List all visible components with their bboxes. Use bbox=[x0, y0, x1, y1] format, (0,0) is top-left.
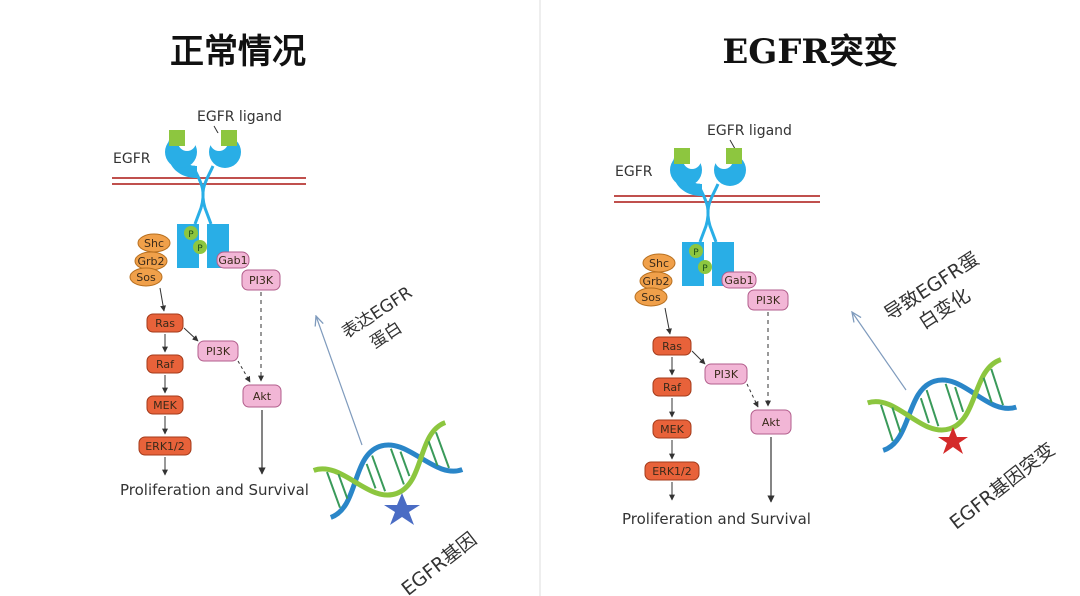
dna-helix-icon bbox=[868, 360, 1017, 451]
svg-text:P: P bbox=[197, 244, 203, 254]
gene-label: EGFR基因突变 bbox=[946, 439, 1060, 534]
svg-text:Grb2: Grb2 bbox=[642, 275, 669, 288]
svg-text:P: P bbox=[188, 230, 194, 240]
erk-node: ERK1/2 bbox=[138, 436, 192, 456]
expression-arrow bbox=[852, 312, 907, 391]
svg-text:Gab1: Gab1 bbox=[724, 274, 753, 287]
outcome-label: Proliferation and Survival bbox=[120, 481, 309, 499]
gene-label: EGFR基因 bbox=[398, 528, 482, 596]
cell-membrane bbox=[112, 177, 306, 185]
erk-node: ERK1/2 bbox=[644, 461, 700, 481]
phospho-marker: P bbox=[689, 244, 703, 258]
ligand-label: EGFR ligand bbox=[197, 109, 282, 125]
panel-normal: 正常情况 EGFR ligand EGFR P P Shc Grb2 bbox=[112, 32, 481, 596]
ras-node: Ras bbox=[652, 336, 692, 356]
svg-text:ERK1/2: ERK1/2 bbox=[145, 440, 185, 453]
svg-text:Akt: Akt bbox=[253, 390, 272, 403]
raf-node: Raf bbox=[652, 377, 692, 397]
pi3k-mid-node: PI3K bbox=[704, 363, 748, 385]
svg-text:P: P bbox=[693, 248, 699, 258]
adapter-grb2: Grb2 bbox=[134, 251, 168, 271]
svg-text:Sos: Sos bbox=[136, 271, 156, 284]
svg-text:Raf: Raf bbox=[663, 381, 682, 394]
adapter-shc: Shc bbox=[137, 233, 171, 253]
pi3k-mid-node: PI3K bbox=[197, 340, 239, 362]
ligand-label: EGFR ligand bbox=[707, 123, 792, 139]
phospho-marker: P bbox=[698, 260, 712, 274]
svg-text:PI3K: PI3K bbox=[756, 294, 781, 307]
svg-text:PI3K: PI3K bbox=[249, 274, 274, 287]
cell-membrane bbox=[614, 195, 820, 203]
akt-node: Akt bbox=[750, 409, 792, 435]
svg-text:Grb2: Grb2 bbox=[137, 255, 164, 268]
mek-node: MEK bbox=[652, 419, 692, 439]
svg-text:PI3K: PI3K bbox=[714, 368, 739, 381]
outcome-label: Proliferation and Survival bbox=[622, 510, 811, 528]
panel-mutation: EGFR突变 EGFR ligand EGFR P P Shc Grb2 Sos bbox=[614, 32, 1059, 534]
mek-node: MEK bbox=[146, 395, 184, 415]
adapter-sos: Sos bbox=[634, 287, 668, 307]
svg-text:Sos: Sos bbox=[641, 291, 661, 304]
svg-text:Ras: Ras bbox=[662, 340, 682, 353]
gab1-node: Gab1 bbox=[216, 251, 250, 269]
svg-text:ERK1/2: ERK1/2 bbox=[652, 465, 692, 478]
akt-node: Akt bbox=[242, 384, 282, 408]
raf-node: Raf bbox=[146, 354, 184, 374]
svg-text:MEK: MEK bbox=[660, 423, 684, 436]
adapter-grb2: Grb2 bbox=[639, 271, 673, 291]
expression-arrow bbox=[316, 316, 363, 446]
phospho-marker: P bbox=[184, 226, 198, 240]
cascade-arrows bbox=[664, 307, 706, 501]
panel-title: EGFR突变 bbox=[722, 32, 897, 72]
star-icon bbox=[384, 493, 420, 525]
star-icon bbox=[938, 427, 968, 454]
cascade-arrows bbox=[159, 287, 199, 476]
svg-text:Raf: Raf bbox=[156, 358, 175, 371]
svg-text:P: P bbox=[702, 264, 708, 274]
adapter-shc: Shc bbox=[642, 253, 676, 273]
svg-text:Shc: Shc bbox=[649, 257, 669, 270]
receptor-label: EGFR bbox=[113, 151, 151, 167]
svg-text:MEK: MEK bbox=[153, 399, 177, 412]
svg-text:Akt: Akt bbox=[762, 416, 781, 429]
phospho-marker: P bbox=[193, 240, 207, 254]
svg-text:Gab1: Gab1 bbox=[218, 254, 247, 267]
ras-node: Ras bbox=[146, 313, 184, 333]
svg-text:Shc: Shc bbox=[144, 237, 164, 250]
dna-helix-icon bbox=[314, 423, 463, 518]
panel-title: 正常情况 bbox=[170, 32, 306, 72]
receptor-label: EGFR bbox=[615, 164, 653, 180]
svg-text:Ras: Ras bbox=[155, 317, 175, 330]
svg-text:PI3K: PI3K bbox=[206, 345, 231, 358]
pi3k-node: PI3K bbox=[747, 289, 789, 311]
gab1-node: Gab1 bbox=[721, 271, 757, 289]
pi3k-node: PI3K bbox=[241, 269, 281, 291]
adapter-sos: Sos bbox=[129, 267, 163, 287]
